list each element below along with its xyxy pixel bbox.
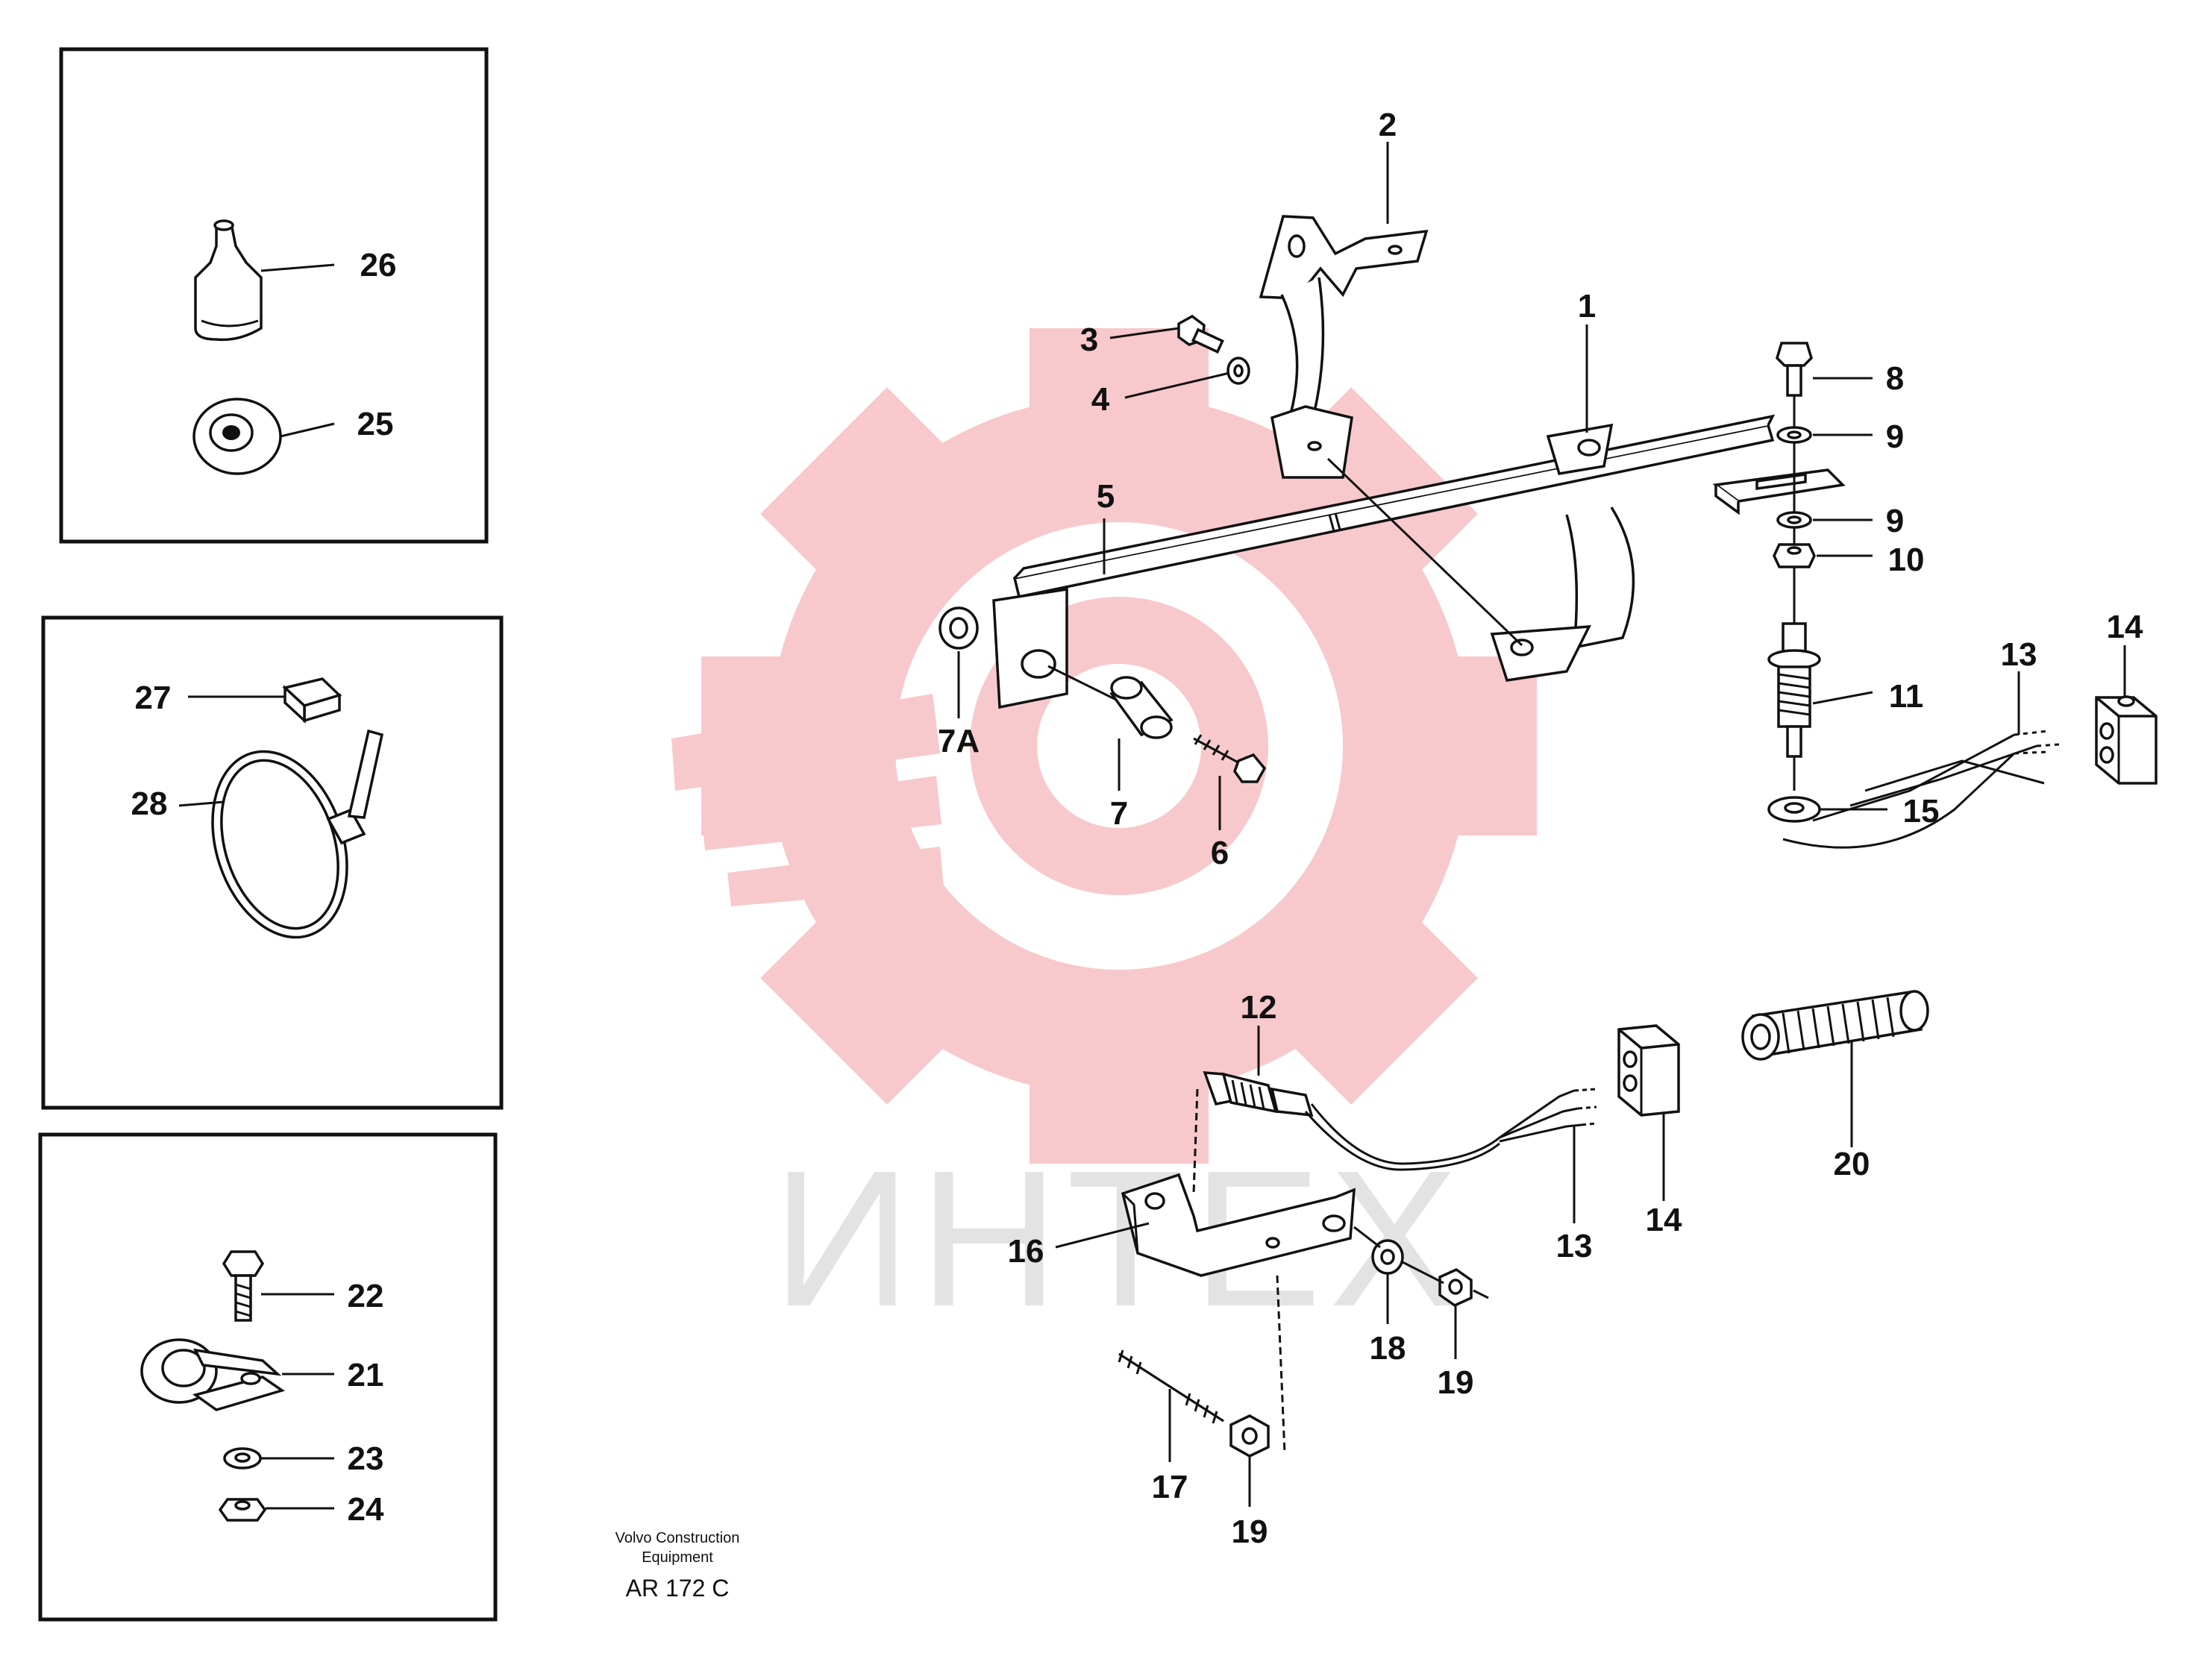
- callout-7a: 7A: [938, 723, 980, 759]
- callout-12: 12: [1241, 989, 1277, 1026]
- callout-28: 28: [131, 785, 168, 822]
- watermark-text: ИНТЕХ: [772, 1131, 1466, 1347]
- callout-8: 8: [1886, 360, 1904, 397]
- callout-10: 10: [1888, 542, 1925, 578]
- part-25-grommet-icon: [192, 398, 282, 475]
- inset-frame-bottom: [38, 1132, 498, 1622]
- inset-frame-middle: [41, 615, 504, 1110]
- part-16-bracket-icon: [1121, 1173, 1356, 1277]
- part-13-wire-harness-icon: [1782, 730, 2060, 849]
- part-6-screw-icon: [1193, 734, 1267, 783]
- callout-19-right: 19: [1438, 1364, 1474, 1401]
- callout-4: 4: [1091, 381, 1110, 418]
- part-9-washer-icon: [1776, 426, 1812, 444]
- part-3-screw-icon: [1177, 314, 1224, 354]
- callout-24: 24: [348, 1491, 384, 1528]
- part-21-p-clamp-icon: [140, 1338, 286, 1411]
- footer-drawing-code: AR 172 C: [626, 1575, 730, 1602]
- part-19-nut-icon: [1438, 1267, 1473, 1308]
- callout-22: 22: [348, 1278, 384, 1314]
- part-12-sensor-icon: [1203, 1071, 1500, 1171]
- part-13-wire-harness-icon: [1499, 1088, 1597, 1143]
- part-20-corrugated-sleeve-icon: [1741, 990, 1929, 1061]
- part-4-washer-icon: [1226, 357, 1250, 385]
- part-27-clip-icon: [282, 677, 342, 724]
- callout-9-upper: 9: [1886, 418, 1904, 455]
- speed-lines-watermark-icon: [671, 694, 940, 791]
- callout-labels: 1 2 3 4 5 6 7 7A 8 9 9 10 11 12 13 13 14…: [131, 107, 2143, 1550]
- callout-3: 3: [1080, 322, 1098, 358]
- callout-19-bottom: 19: [1232, 1514, 1268, 1550]
- part-19-nut-icon: [1229, 1414, 1270, 1458]
- callout-14-upper: 14: [2107, 609, 2143, 645]
- speed-lines-watermark-icon: [727, 847, 944, 906]
- callout-13-lower: 13: [1556, 1228, 1593, 1264]
- callout-17: 17: [1152, 1469, 1188, 1505]
- part-8-bolt-icon: [1776, 342, 1813, 397]
- footer-company-line2: Equipment: [642, 1549, 713, 1566]
- callout-2: 2: [1379, 107, 1397, 143]
- callout-5: 5: [1097, 478, 1115, 515]
- callout-26: 26: [360, 247, 397, 283]
- part-9-washer-icon: [1776, 511, 1812, 529]
- part-7a-washer-icon: [939, 606, 979, 650]
- part-26-rubber-boot-icon: [194, 219, 263, 342]
- part-15-ring-terminal-icon: [1767, 796, 1821, 823]
- callout-23: 23: [348, 1440, 384, 1477]
- callout-11: 11: [1889, 678, 1924, 715]
- callout-6: 6: [1211, 835, 1229, 871]
- speed-lines-watermark-icon: [701, 776, 941, 850]
- part-17-stud-icon: [1118, 1349, 1224, 1424]
- callout-16: 16: [1008, 1233, 1044, 1270]
- leader-lines: [178, 142, 2126, 1510]
- part-23-washer-icon: [223, 1447, 262, 1470]
- callout-27: 27: [135, 680, 172, 716]
- leader-line: [1192, 1088, 1199, 1194]
- part-11-switch-icon: [1767, 622, 1821, 791]
- part-14-connector-icon: [1617, 1024, 1680, 1117]
- callout-7: 7: [1110, 795, 1128, 832]
- part-14-connector-icon: [2095, 695, 2158, 785]
- callout-20: 20: [1834, 1146, 1870, 1182]
- leader-line: [1276, 1275, 1286, 1454]
- callout-25: 25: [357, 406, 394, 442]
- callout-1: 1: [1578, 288, 1596, 324]
- callout-21: 21: [348, 1357, 384, 1393]
- footer-company-line1: Volvo Construction: [615, 1530, 740, 1546]
- callout-15: 15: [1903, 793, 1940, 829]
- part-28-cable-tie-icon: [211, 729, 384, 939]
- callout-18: 18: [1370, 1330, 1406, 1367]
- callout-9-lower: 9: [1886, 503, 1904, 539]
- part-7-spacer-icon: [1109, 676, 1174, 739]
- part-22-bolt-icon: [222, 1250, 265, 1322]
- footer: Volvo Construction Equipment AR 172 C: [615, 1530, 740, 1602]
- leader-line: [1326, 457, 1523, 647]
- callout-14-lower: 14: [1646, 1202, 1682, 1238]
- part-24-nut-icon: [218, 1498, 267, 1522]
- callout-13-upper: 13: [2001, 636, 2037, 673]
- part-2-upper-clamp-icon: [1259, 215, 1429, 479]
- inset-frame-top: [59, 47, 489, 544]
- part-18-washer-icon: [1371, 1239, 1404, 1275]
- part-10-nut-icon: [1773, 543, 1816, 568]
